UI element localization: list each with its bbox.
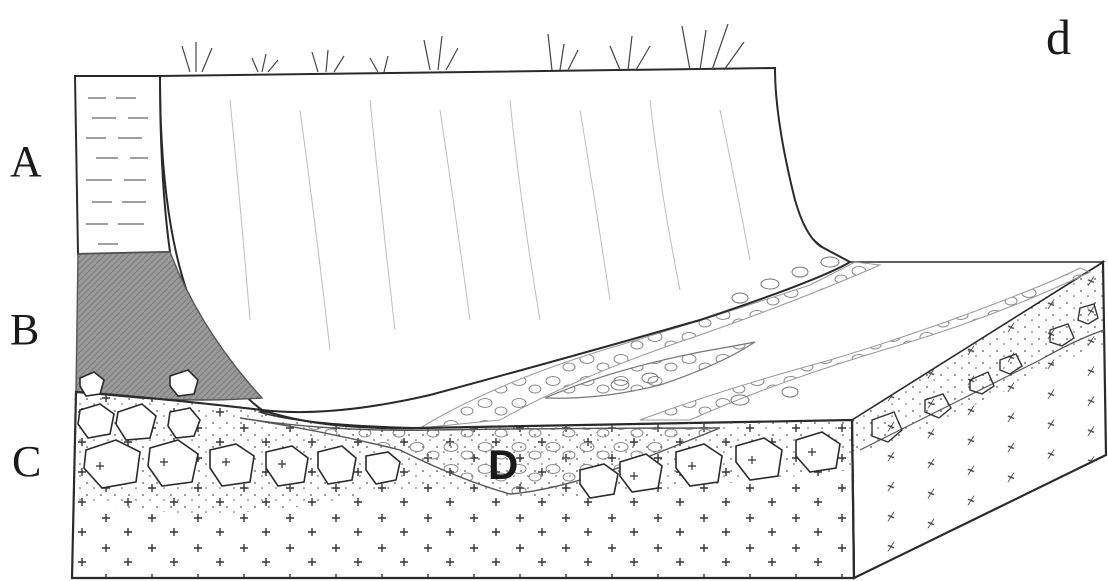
horizon-b-label: B (10, 308, 39, 352)
panel-label: d (1046, 12, 1071, 62)
feature-d-label: D (488, 444, 518, 486)
horizon-a-label: A (10, 140, 42, 184)
horizon-c-label: C (12, 440, 41, 484)
